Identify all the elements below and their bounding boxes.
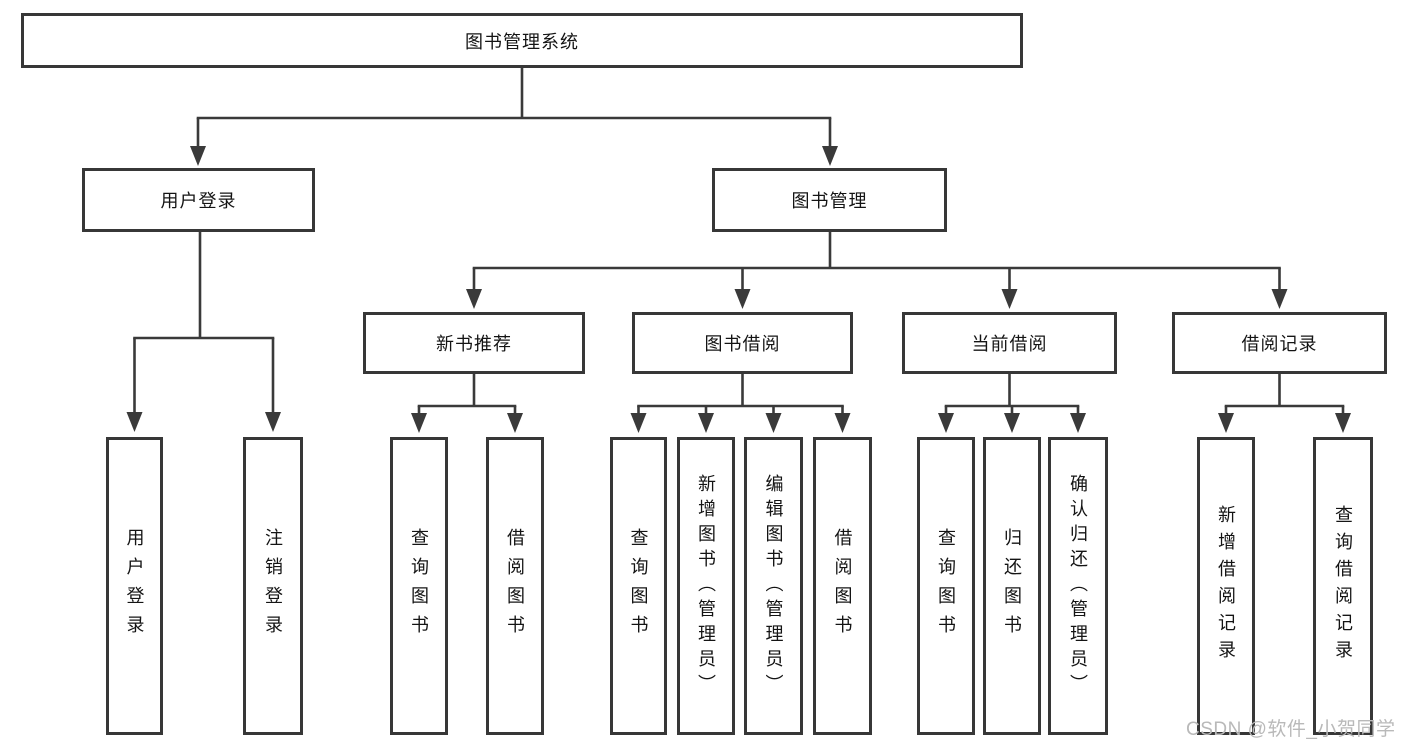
node-label: 查询借阅记录 bbox=[1333, 505, 1353, 667]
node-label: 查询图书 bbox=[409, 528, 429, 644]
node-label: 图书管理系统 bbox=[465, 31, 579, 52]
node-borrow-records: 借阅记录 bbox=[1172, 312, 1387, 374]
node-label: 新增图书（管理员） bbox=[696, 473, 716, 699]
leaf-current-confirm-return-admin: 确认归还（管理员） bbox=[1048, 437, 1108, 735]
node-label: 新书推荐 bbox=[436, 334, 512, 354]
leaf-add-borrow-record: 新增借阅记录 bbox=[1197, 437, 1255, 735]
node-label: 注销登录 bbox=[263, 528, 283, 644]
leaf-logout: 注销登录 bbox=[243, 437, 303, 735]
node-label: 借阅图书 bbox=[832, 528, 853, 644]
node-user-login-group: 用户登录 bbox=[82, 168, 315, 232]
leaf-borrow-edit-books-admin: 编辑图书（管理员） bbox=[744, 437, 803, 735]
node-label: 当前借阅 bbox=[971, 334, 1048, 354]
node-current-borrow: 当前借阅 bbox=[902, 312, 1117, 374]
node-label: 新增借阅记录 bbox=[1216, 505, 1236, 667]
node-label: 用户登录 bbox=[160, 191, 237, 211]
arrowheads bbox=[126, 146, 1351, 433]
leaf-recommend-borrow-books: 借阅图书 bbox=[486, 437, 544, 735]
node-new-book-recommend: 新书推荐 bbox=[363, 312, 585, 374]
leaf-recommend-query-books: 查询图书 bbox=[390, 437, 448, 735]
node-book-borrow: 图书借阅 bbox=[632, 312, 853, 374]
node-label: 用户登录 bbox=[124, 528, 145, 644]
node-label: 查询图书 bbox=[936, 528, 956, 644]
leaf-query-borrow-record: 查询借阅记录 bbox=[1313, 437, 1373, 735]
leaf-borrow-borrow-books: 借阅图书 bbox=[813, 437, 872, 735]
node-label: 借阅图书 bbox=[505, 528, 525, 644]
node-root-system: 图书管理系统 bbox=[21, 13, 1023, 68]
leaf-current-query-books: 查询图书 bbox=[917, 437, 975, 735]
node-label: 图书管理 bbox=[791, 191, 868, 211]
node-label: 图书借阅 bbox=[704, 334, 781, 354]
node-label: 归还图书 bbox=[1002, 528, 1022, 644]
leaf-borrow-add-books-admin: 新增图书（管理员） bbox=[677, 437, 735, 735]
node-label: 借阅记录 bbox=[1241, 334, 1318, 354]
leaf-user-login: 用户登录 bbox=[106, 437, 163, 735]
node-label: 编辑图书（管理员） bbox=[763, 473, 784, 699]
node-label: 查询图书 bbox=[628, 528, 649, 644]
csdn-watermark: CSDN @软件_小贺同学 bbox=[1186, 719, 1396, 740]
node-label: 确认归还（管理员） bbox=[1068, 473, 1088, 699]
leaf-borrow-query-books: 查询图书 bbox=[610, 437, 667, 735]
leaf-current-return-books: 归还图书 bbox=[983, 437, 1041, 735]
node-book-management: 图书管理 bbox=[712, 168, 947, 232]
